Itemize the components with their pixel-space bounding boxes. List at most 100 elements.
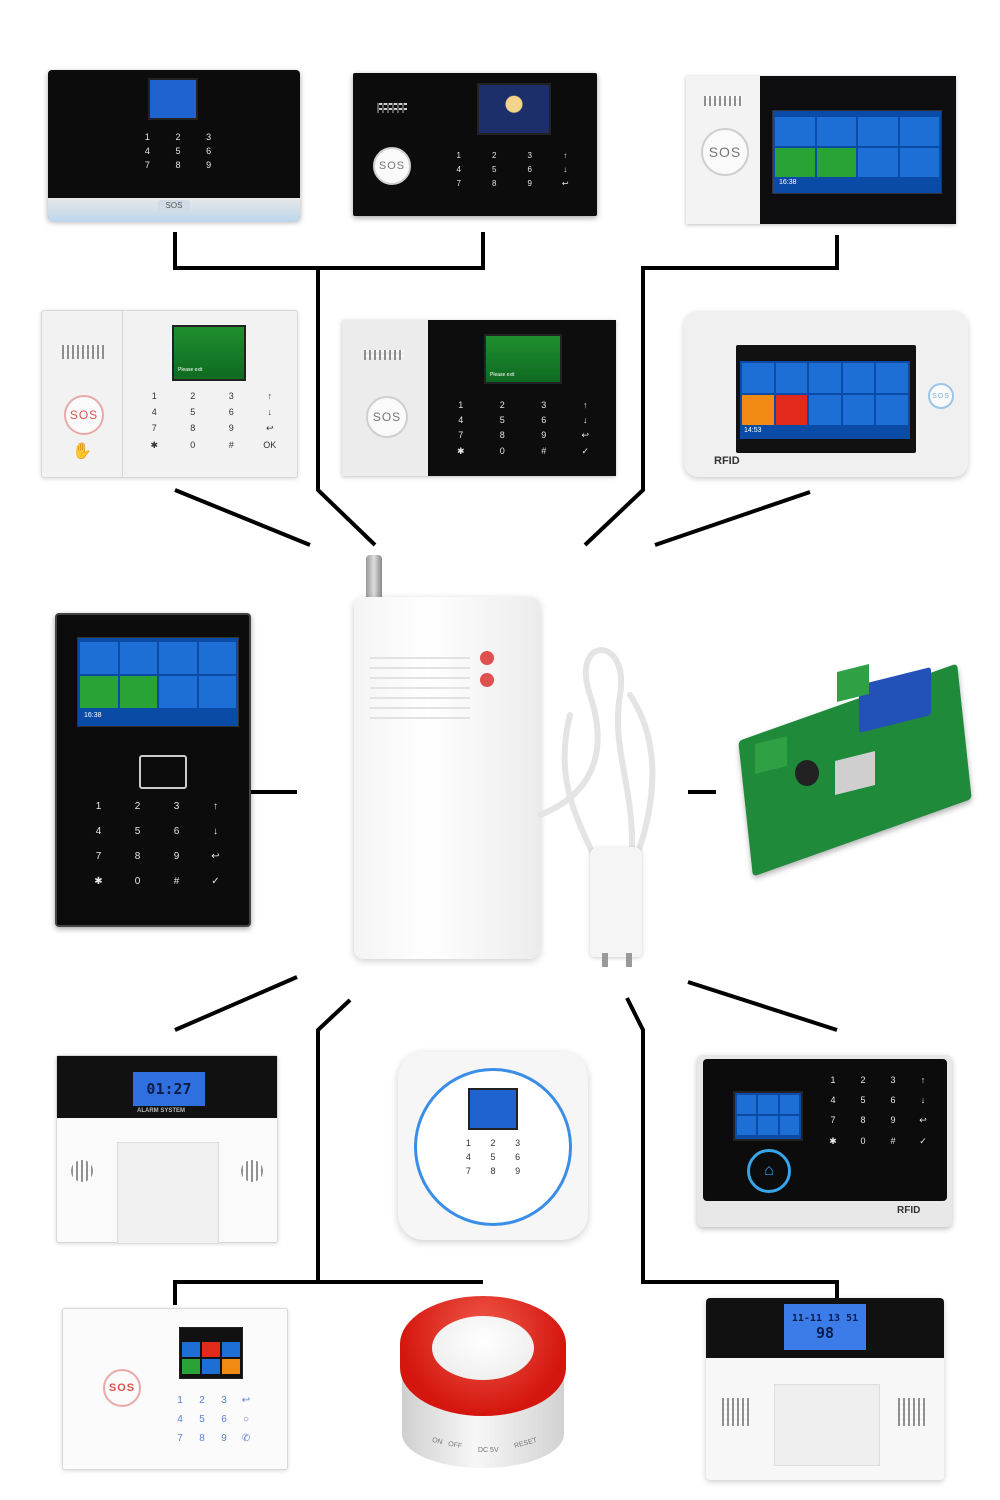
panel-6-sos-icon: SOS (928, 383, 954, 409)
panel-5-speaker (364, 350, 404, 360)
panel-1-screen (148, 78, 198, 120)
sensor-probe (590, 847, 642, 957)
sensor-antenna (366, 555, 382, 601)
tile (775, 395, 808, 425)
tile (858, 117, 898, 146)
tile (816, 117, 856, 146)
tile (119, 676, 157, 708)
panel-10-lcd: 01:27 (133, 1072, 205, 1106)
panel-10-title: ALARM SYSTEM (137, 1108, 185, 1114)
panel-2-sos-icon: SOS (373, 147, 411, 185)
tile (779, 1116, 799, 1135)
tile (899, 117, 939, 146)
panel-3-speaker (704, 96, 742, 106)
line-low-left (174, 975, 298, 1032)
tile (758, 1095, 778, 1114)
tile (202, 1342, 220, 1357)
wifi-relay-module (725, 660, 990, 877)
panel-2-screen (477, 83, 551, 135)
panel-4-rfid-icon: ✋ (72, 443, 92, 460)
panel-12-rfid-label: RFID (897, 1205, 921, 1216)
panel-12-screen (733, 1091, 803, 1141)
alarm-panel-15: 11-11 13 51 98 (706, 1298, 944, 1480)
tile (198, 676, 236, 708)
sensor-probe-pin-1 (602, 953, 608, 967)
panel-5-screen: Please exit (484, 334, 562, 384)
tile (182, 1342, 200, 1357)
tile (80, 676, 118, 708)
panel-15-lcd-top: 11-11 13 51 (791, 1312, 859, 1324)
tile (842, 363, 875, 393)
panel-4-status: Please exit (178, 367, 203, 373)
tile (159, 676, 197, 708)
panel-5-sos-icon: SOS (366, 396, 408, 438)
panel-11-screen (468, 1088, 518, 1130)
tile (222, 1342, 240, 1357)
panel-13-screen (179, 1327, 243, 1379)
panel-7-time: 16:38 (84, 712, 102, 719)
tile (876, 363, 908, 393)
tile (742, 363, 774, 393)
line-mid-right (654, 490, 811, 547)
sensor-body (354, 597, 540, 959)
sensor-led-1 (480, 651, 494, 665)
line-top-right (583, 235, 839, 547)
line-top-left-down (316, 268, 377, 547)
tile (809, 363, 841, 393)
alarm-panel-10: 01:27 ALARM SYSTEM (56, 1055, 278, 1244)
siren: ON OFF DC 5V RESET (398, 1292, 568, 1472)
tile (779, 1095, 799, 1114)
panel-15-lcd: 11-11 13 51 98 (784, 1304, 866, 1350)
alarm-panel-6: 14:53 SOS RFID (684, 311, 968, 477)
tile (816, 148, 856, 177)
line-mid-left (174, 488, 311, 547)
panel-15-speaker-right (898, 1398, 926, 1426)
siren-dc-label: DC 5V (478, 1447, 499, 1454)
panel-4-sos-icon: SOS (64, 395, 104, 435)
sensor-led-2 (480, 673, 494, 687)
tile (742, 395, 774, 425)
panel-4-speaker (62, 345, 104, 359)
tile (159, 642, 197, 674)
tile (198, 642, 236, 674)
tile (858, 148, 898, 177)
panel-7-rfid-reader (139, 755, 187, 789)
water-leak-sensor (350, 555, 670, 975)
panel-15-keypad (774, 1384, 880, 1466)
panel-10-speaker-right (241, 1160, 263, 1182)
line-low-right-down (625, 997, 839, 1305)
line-top-left (173, 232, 485, 270)
panel-5-status: Please exit (490, 372, 515, 378)
tile (775, 117, 815, 146)
alarm-panel-3: SOS 16:38 (686, 76, 956, 224)
siren-top-cap (432, 1316, 534, 1380)
panel-6-time: 14:53 (744, 427, 762, 434)
tile (842, 395, 875, 425)
tile (809, 395, 841, 425)
panel-3-time: 16:38 (779, 179, 797, 186)
line-low-right (687, 980, 838, 1032)
tile (737, 1095, 757, 1114)
tile (80, 642, 118, 674)
tile (222, 1359, 240, 1374)
tile (775, 363, 808, 393)
pcb-capacitor (795, 760, 819, 786)
panel-6-screen: 14:53 (740, 361, 910, 439)
panel-3-sos-icon: SOS (701, 128, 749, 176)
panel-10-speaker-left (71, 1160, 93, 1182)
